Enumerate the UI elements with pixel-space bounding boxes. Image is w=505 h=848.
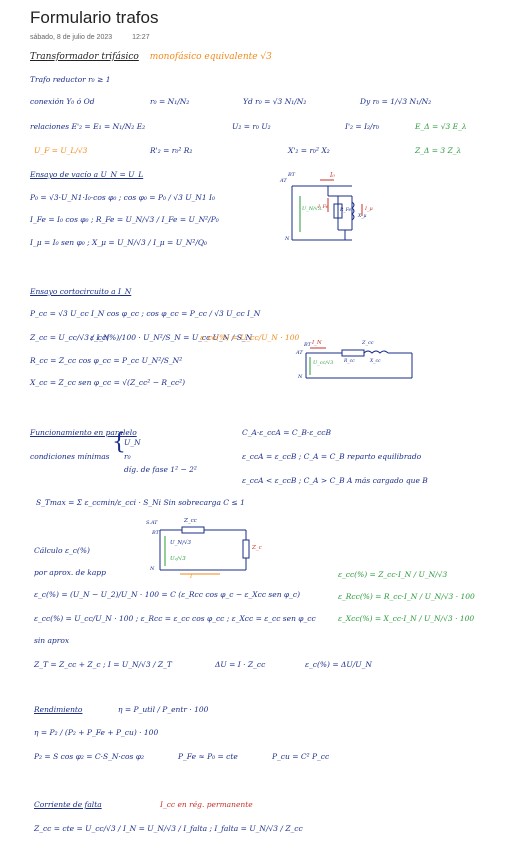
- falta-red: I_cc en rég. permanente: [160, 800, 253, 809]
- cc-line: ε_cc(%)/100 · U_N²/S_N = U_cc U_N / S_N: [90, 333, 253, 342]
- diagram2-xcc: X_cc: [370, 359, 381, 364]
- diagram3-at: S.AT: [146, 520, 158, 526]
- diagram1-bt: BT: [288, 172, 296, 178]
- diagram3-zc: Z_c: [252, 545, 262, 551]
- vacio-line: P₀ = √3·U_N1·I₀·cos φ₀ ; cos φ₀ = P₀ / √…: [30, 193, 215, 202]
- falta-line: Z_cc = cte = U_cc/√3 / I_N = U_N/√3 / I_…: [34, 824, 303, 833]
- note-line: I'₂ = I₂/r₀: [345, 122, 380, 131]
- note-line: Yd r₀ = √3 N₁/N₂: [243, 97, 307, 106]
- diagram1-current: I₀: [330, 172, 335, 179]
- diagram1-voltage: U_N/√3: [302, 206, 322, 212]
- cc-line: P_cc = √3 U_cc I_N cos φ_cc ; cos φ_cc =…: [30, 309, 261, 318]
- rendimiento-line: P₂ = S cos φ₂ = C·S_N·cos φ₂: [34, 752, 145, 761]
- brace-symbol: {: [112, 430, 126, 455]
- diagram1-neutral: N: [285, 236, 290, 242]
- diagram3-current: I: [190, 574, 193, 580]
- paralelo-rule: ε_ccA = ε_ccB ; C_A = C_B reparto equili…: [242, 452, 422, 461]
- note-line: Trafo reductor r₀ ≥ 1: [30, 75, 111, 84]
- cc-line: Z_cc = U_cc/√3 / I_N: [30, 333, 110, 342]
- calculo-title: Cálculo ε_c(%): [34, 546, 90, 555]
- calculo-green: ε_cc(%) = Z_cc·I_N / U_N/√3: [338, 570, 448, 579]
- heading-text: Transformador trifásico: [30, 52, 139, 62]
- calculo-line: ε_cc(%) = U_cc/U_N · 100 ; ε_Rcc = ε_cc …: [34, 614, 316, 623]
- page-time: 12:27: [132, 34, 150, 41]
- rendimiento-line: η = P_util / P_entr · 100: [118, 705, 209, 714]
- diagram2-at: AT: [296, 350, 303, 356]
- calculo-line: ε_c(%) = ΔU/U_N: [305, 660, 372, 669]
- rendimiento-line: P_Fe ≈ P₀ = cte: [178, 752, 238, 761]
- diagram1-imu: I_μ: [365, 206, 373, 212]
- note-line: E_Δ = √3 E_λ: [415, 122, 467, 131]
- paralelo-cond-item: U_N: [124, 438, 141, 447]
- calculo-line: Z_T = Z_cc + Z_c ; I = U_N/√3 / Z_T: [34, 660, 172, 669]
- diagram3-zcc: Z_cc: [184, 518, 197, 524]
- cc-line: R_cc = Z_cc cos φ_cc = P_cc U_N²/S_N²: [30, 356, 183, 365]
- paralelo-cond-item: díg. de fase 1² − 2²: [124, 465, 197, 474]
- calculo-line: ε_c(%) = (U_N − U_2)/U_N · 100 = C (ε_Rc…: [34, 590, 301, 599]
- vacio-title: Ensayo de vacío a U_N = U_L: [30, 170, 144, 179]
- note-line: r₀ = N₁/N₂: [150, 97, 190, 106]
- paralelo-rule: C_A·ε_ccA = C_B·ε_ccB: [242, 428, 332, 437]
- page-title: Formulario trafos: [30, 8, 159, 27]
- cc-title: Ensayo cortocircuito a I_N: [30, 287, 132, 296]
- note-line: U_F = U_L/√3: [34, 146, 88, 155]
- paralelo-smax: S_Tmax = Σ ε_ccmin/ε_cci · S_Ni Sin sobr…: [36, 498, 245, 507]
- vacio-line: I_Fe = I₀ cos φ₀ ; R_Fe = U_N/√3 / I_Fe …: [30, 215, 219, 224]
- calculo-green: ε_Rcc(%) = R_cc·I_N / U_N/√3 · 100: [338, 592, 475, 601]
- paralelo-rule: ε_ccA < ε_ccB ; C_A > C_B A más cargado …: [242, 476, 428, 485]
- paralelo-cond-item: r₀: [124, 452, 131, 461]
- note-line: U₂ = r₀ U₂: [232, 122, 271, 131]
- paralelo-conditions: condiciones mínimas: [30, 452, 110, 461]
- note-line: Dy r₀ = 1/√3 N₁/N₂: [360, 97, 432, 106]
- diagram2-rcc: R_cc: [344, 359, 355, 364]
- diagram2-current: I_N: [312, 340, 322, 346]
- diagram2-voltage: U_cc/√3: [313, 360, 334, 366]
- rendimiento-line: P_cu = C² P_cc: [272, 752, 330, 761]
- note-line: X'₂ = r₀² X₂: [288, 146, 330, 155]
- calculo-sin: sin aprox: [34, 636, 70, 645]
- vacio-line: I_μ = I₀ sen φ₀ ; X_μ = U_N/√3 / I_μ = U…: [30, 238, 208, 247]
- page-date: sábado, 8 de julio de 2023: [30, 34, 113, 41]
- rendimiento-line: η = P₂ / (P₂ + P_Fe + P_cu) · 100: [34, 728, 159, 737]
- calculo-kapp: por aprox. de kapp: [34, 568, 106, 577]
- falta-title: Corriente de falta: [34, 800, 102, 809]
- note-line: relaciones E'₂ = E₁ = N₁/N₂ E₂: [30, 122, 146, 131]
- calculo-line: ΔU = I · Z_cc: [215, 660, 266, 669]
- section-heading: Transformador trifásico monofásico equiv…: [30, 52, 272, 62]
- diagram3-uin: U_N/√3: [170, 540, 192, 546]
- cc-line: X_cc = Z_cc sen φ_cc = √(Z_cc² − R_cc²): [30, 378, 186, 387]
- diagram1-xmu: X_μ: [358, 214, 367, 219]
- note-line: R'₂ = r₀² R₂: [150, 146, 193, 155]
- rendimiento-title: Rendimiento: [34, 705, 83, 714]
- diagram2-zcc: Z_cc: [362, 340, 374, 346]
- diagram2-neutral: N: [298, 374, 303, 380]
- calculo-green: ε_Xcc(%) = X_cc·I_N / U_N/√3 · 100: [338, 614, 475, 623]
- diagram1-at: AT: [280, 178, 287, 184]
- diagram2-bt: BT: [304, 342, 312, 348]
- note-line: Z_Δ = 3 Z_λ: [415, 146, 462, 155]
- note-line: conexión Y₀ ó Od: [30, 97, 95, 106]
- heading-orange: monofásico equivalente √3: [149, 52, 272, 62]
- paralelo-title: Funcionamiento en paralelo: [30, 428, 137, 437]
- diagram3-neutral: N: [150, 566, 155, 572]
- diagram3-bt: BT: [152, 530, 160, 536]
- diagram1-rfe: R_Fe: [340, 208, 352, 213]
- diagram1-ife: I_Fe: [318, 204, 329, 210]
- page-meta: sábado, 8 de julio de 2023 12:27: [30, 34, 168, 41]
- diagram3-uout: U₂/√3: [170, 556, 186, 562]
- cc-line: ε_cc(%) = U_cc/U_N · 100: [200, 333, 300, 342]
